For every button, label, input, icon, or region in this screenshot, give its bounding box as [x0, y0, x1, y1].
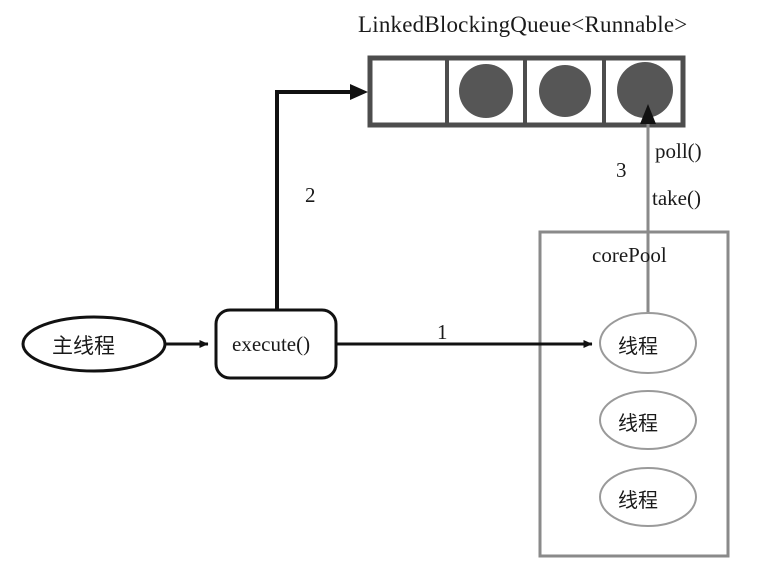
edge-2-path	[275, 90, 356, 310]
queue-task-circle	[617, 62, 673, 118]
thread-label-1: 线程	[618, 334, 658, 358]
edge-3-poll-take	[640, 104, 656, 330]
queue-task-circle	[539, 65, 591, 117]
thread-label-2: 线程	[618, 411, 658, 435]
thread-ellipse-2	[599, 390, 697, 450]
edge-1-label: 1	[437, 320, 448, 344]
edge-2-arrowhead	[350, 84, 368, 100]
take-method-label: take()	[652, 186, 701, 210]
edge-3-label: 3	[616, 158, 627, 182]
edge-2-label: 2	[305, 183, 316, 207]
queue-title: LinkedBlockingQueue<Runnable>	[358, 12, 688, 37]
edge-2-execute-to-queue	[275, 84, 368, 310]
edge-3-arrowhead	[640, 104, 656, 124]
core-pool-box	[538, 230, 730, 558]
main-thread-label: 主线程	[52, 334, 115, 358]
execute-label: execute()	[232, 332, 311, 356]
thread-ellipse-3	[599, 467, 697, 527]
main-thread-ellipse	[21, 315, 167, 373]
thread-label-3: 线程	[618, 488, 658, 512]
poll-method-label: poll()	[655, 139, 702, 163]
core-pool-border	[538, 230, 730, 558]
queue-task-circle	[459, 64, 513, 118]
thread-ellipse-1	[599, 312, 697, 374]
queue-box	[367, 55, 686, 128]
core-pool-label: corePool	[592, 243, 667, 267]
